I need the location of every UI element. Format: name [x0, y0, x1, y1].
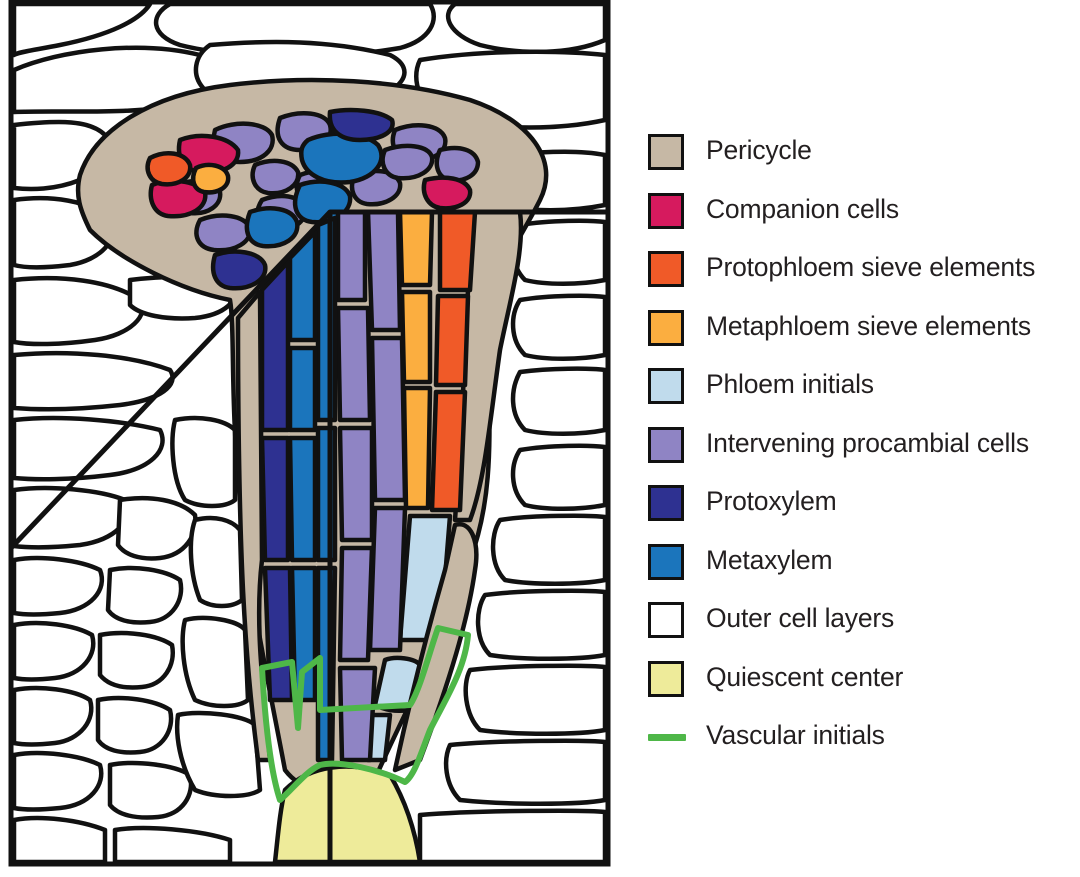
- legend-item-phloem-init: Phloem initials: [648, 360, 1078, 419]
- legend-label-vascular-init: Vascular initials: [706, 720, 885, 750]
- longitudinal-section: [235, 209, 524, 864]
- legend-label-protophloem: Protophloem sieve elements: [706, 252, 1036, 282]
- legend-label-pericycle: Pericycle: [706, 135, 812, 165]
- metaphloem-cells: [191, 162, 231, 195]
- legend-item-procambial: Intervening procambial cells: [648, 419, 1078, 478]
- legend-swatch-phloem-init: [648, 368, 684, 404]
- legend-item-protoxylem: Protoxylem: [648, 477, 1078, 536]
- vascular-initials-outline: [259, 625, 471, 803]
- legend-label-procambial: Intervening procambial cells: [706, 427, 1029, 458]
- root-vascular-diagram: [8, 0, 611, 867]
- legend-item-pericycle: Pericycle: [648, 126, 1078, 185]
- legend-swatch-metaxylem: [648, 543, 684, 580]
- legend-label-metaxylem: Metaxylem: [706, 544, 833, 575]
- legend-item-outer: Outer cell layers: [648, 594, 1078, 653]
- section-lines: [11, 209, 608, 864]
- legend-item-metaxylem: Metaxylem: [648, 536, 1078, 595]
- legend-item-protophloem: Protophloem sieve elements: [648, 243, 1078, 302]
- diagram-frame: [8, 0, 611, 867]
- legend-item-companion: Companion cells: [648, 185, 1078, 244]
- protophloem-cells: [145, 151, 193, 187]
- legend-label-protoxylem: Protoxylem: [706, 486, 837, 516]
- legend-label-phloem-init: Phloem initials: [706, 369, 874, 399]
- legend-item-vascular-init: Vascular initials: [648, 711, 1078, 770]
- legend-swatch-procambial: [648, 426, 684, 463]
- legend-label-metaphloem: Metaphloem sieve elements: [706, 310, 1031, 341]
- legend-swatch-qc: [648, 660, 684, 697]
- legend-line-vascular-init: [648, 734, 686, 741]
- legend-swatch-protophloem: [648, 251, 684, 287]
- legend-swatch-pericycle: [648, 134, 684, 170]
- legend-item-metaphloem: Metaphloem sieve elements: [648, 302, 1078, 361]
- legend-swatch-metaphloem: [648, 309, 684, 346]
- legend-label-companion: Companion cells: [706, 193, 899, 224]
- legend-swatch-outer: [648, 602, 684, 638]
- legend-label-outer: Outer cell layers: [706, 603, 895, 633]
- legend-item-qc: Quiescent center: [648, 653, 1078, 712]
- legend-swatch-protoxylem: [648, 485, 684, 521]
- legend-swatch-companion: [648, 192, 684, 229]
- protoxylem-cells: [210, 107, 395, 291]
- legend-label-qc: Quiescent center: [706, 661, 904, 692]
